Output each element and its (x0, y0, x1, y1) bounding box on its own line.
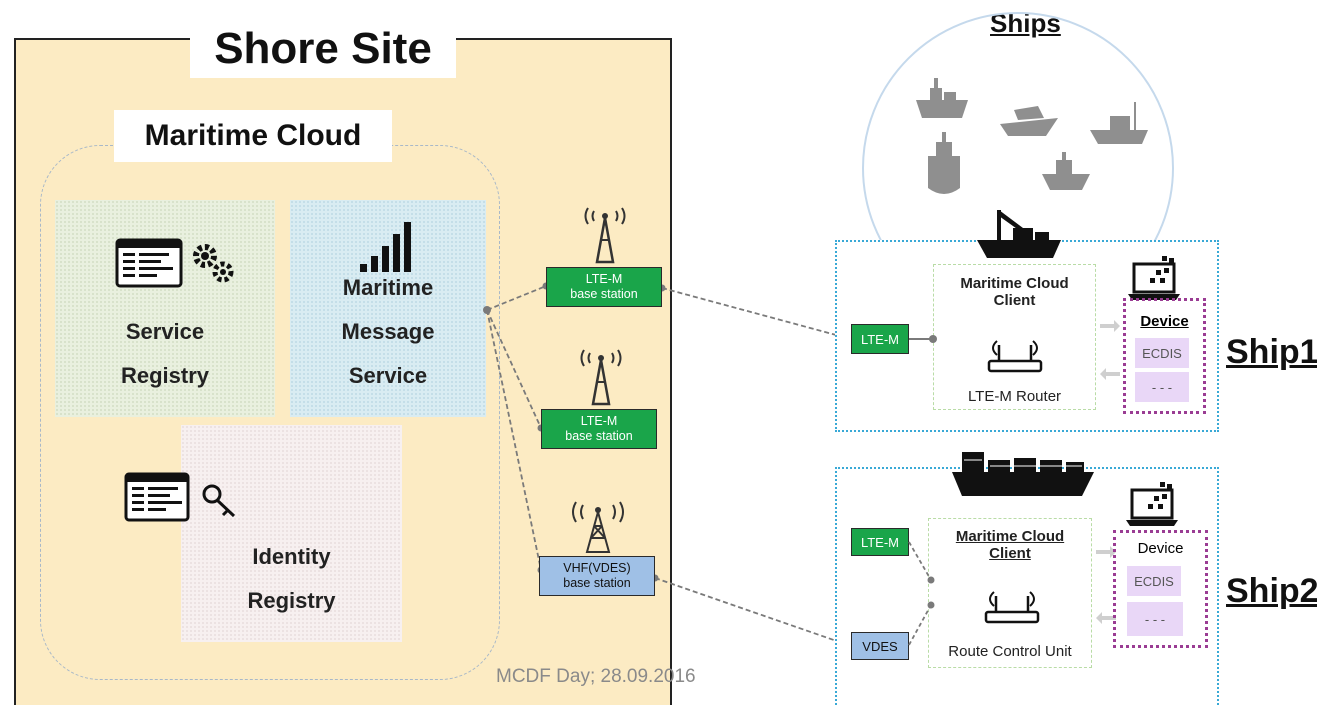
ship1-laptop-icon (1128, 256, 1180, 300)
lte-station-1-type: base station (570, 287, 638, 301)
ship2-device-title: Device (1137, 540, 1184, 557)
ship2-vdes-port: VDES (851, 632, 909, 660)
ship1-router-icon (987, 340, 1043, 373)
ship1-device-box (1123, 298, 1206, 414)
ship2-device-ecdis: ECDIS (1127, 566, 1181, 596)
identity-registry-label-1: Identity (252, 544, 331, 569)
ship2-laptop-icon (1126, 482, 1178, 526)
link-mms-lte2 (486, 309, 542, 429)
ship2-router-label: Route Control Unit (948, 643, 1072, 660)
fleet-ship-icons (916, 78, 1148, 194)
message-service-box: Maritime Message Service (290, 200, 486, 417)
link-mms-lte1 (486, 285, 547, 311)
lte-station-2-name: LTE-M (580, 414, 618, 428)
ship1-data-arrows (1100, 320, 1120, 380)
ship2-device-box (1113, 530, 1208, 648)
message-service-label-3: Service (348, 363, 428, 388)
identity-key-icon (124, 472, 236, 522)
identity-registry-box (181, 425, 402, 642)
ship1-router-label: LTE-M Router (967, 388, 1062, 405)
lte-station-1-name: LTE-M (585, 272, 623, 286)
service-registry-box: Service Registry (55, 200, 275, 417)
message-service-label-1: Maritime (342, 275, 434, 300)
ship1-client-label-2: Client (993, 292, 1036, 309)
link-lte1-ship1 (661, 287, 852, 340)
vhf-base-station: VHF(VDES)base station (539, 556, 655, 596)
identity-registry-label-2: Registry (247, 588, 336, 613)
link-mms-vhf (486, 309, 542, 571)
service-registry-label-1: Service (125, 319, 205, 344)
ship2-device-more: - - - (1127, 602, 1183, 636)
footer-date: MCDF Day; 28.09.2016 (496, 666, 696, 687)
ship2-port-connectors (908, 541, 935, 646)
ship1-device-ecdis: ECDIS (1135, 338, 1189, 368)
ship2-data-arrows (1096, 546, 1116, 624)
ship2-client-box (928, 518, 1092, 668)
vhf-station-type: base station (563, 576, 631, 590)
vhf-tower-icon (572, 501, 624, 553)
ship1-lte-port: LTE-M (851, 324, 909, 354)
ship2-router-icon (984, 591, 1040, 624)
ship2-client-label-1: Maritime Cloud (955, 528, 1065, 545)
vhf-station-name: VHF(VDES) (563, 561, 631, 575)
signal-bars-icon (360, 222, 411, 272)
ship2-client-label-2: Client (989, 545, 1031, 562)
ship1-device-title: Device (1140, 313, 1189, 330)
ship1-device-more: - - - (1135, 372, 1189, 402)
lte-station-2-type: base station (565, 429, 633, 443)
shore-site-title: Shore Site (190, 20, 456, 78)
service-registry-label-2: Registry (120, 363, 210, 388)
message-service-label-2: Message (341, 319, 435, 344)
maritime-cloud-title: Maritime Cloud (114, 110, 392, 162)
antenna-icon-2 (580, 349, 622, 406)
link-vhf-ship2 (654, 577, 852, 647)
ship1-client-label-1: Maritime Cloud (960, 275, 1069, 292)
ship1-vessel-icon (977, 210, 1061, 258)
hub-node (483, 306, 491, 314)
ship1-label: Ship1 (1226, 333, 1317, 371)
ship1-port-connector (909, 335, 937, 343)
service-config-icon (115, 238, 234, 288)
ship2-lte-port: LTE-M (851, 528, 909, 556)
antenna-icon-1 (584, 207, 626, 264)
ship2-label: Ship2 (1226, 572, 1317, 610)
ship2-container-vessel-icon (952, 452, 1094, 496)
